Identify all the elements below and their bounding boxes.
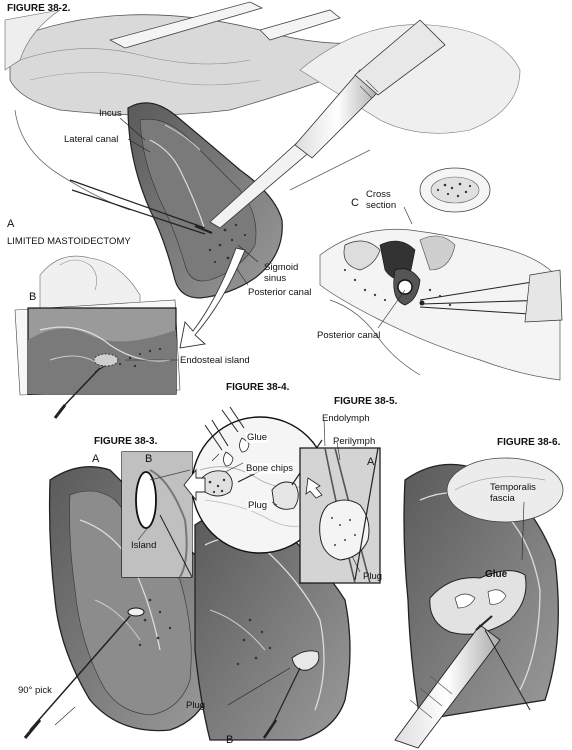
- panel-label-38-2-c: C: [351, 197, 359, 209]
- figure-38-3-title: FIGURE 38-3.: [94, 436, 158, 447]
- label-incus: Incus: [99, 108, 122, 119]
- figure-38-2-inset-b: [14, 255, 181, 419]
- label-lateral-canal: Lateral canal: [64, 134, 119, 145]
- panel-label-38-2-b: B: [29, 291, 37, 303]
- label-glue-38-6: Glue: [485, 569, 508, 580]
- label-sigmoid-sinus: Sigmoid sinus: [264, 262, 299, 284]
- panel-label-38-2-a: A: [7, 218, 15, 230]
- label-island: Island: [131, 540, 157, 551]
- label-cross-section: Cross section: [366, 189, 397, 211]
- label-plug-lower: Plug: [186, 700, 206, 711]
- label-endosteal-island: Endosteal island: [180, 355, 250, 366]
- figure-38-6-artwork: [394, 457, 564, 749]
- label-posterior-canal: Posterior canal: [248, 287, 312, 298]
- figure-38-6-title: FIGURE 38-6.: [497, 437, 561, 448]
- label-90-pick: 90° pick: [18, 685, 52, 696]
- caption-limited-mastoidectomy: LIMITED MASTOIDECTOMY: [7, 236, 131, 247]
- figure-38-2-title: FIGURE 38-2.: [7, 3, 71, 14]
- panel-label-38-3-a: A: [92, 453, 100, 465]
- panel-label-38-4-b: B: [226, 734, 234, 746]
- label-temporalis-fascia: Temporalis fascia: [490, 482, 536, 504]
- figure-38-4-title: FIGURE 38-4.: [226, 382, 290, 393]
- label-posterior-canal-c: Posterior canal: [317, 330, 381, 341]
- label-plug-38-5: Plug: [363, 571, 383, 582]
- figure-38-4-artwork: [183, 406, 351, 741]
- label-endolymph: Endolymph: [322, 413, 370, 424]
- figure-38-5-artwork: [299, 419, 381, 584]
- label-glue: Glue: [246, 432, 269, 443]
- label-bone-chips: Bone chips: [245, 463, 295, 474]
- figure-38-5-title: FIGURE 38-5.: [334, 396, 398, 407]
- label-perilymph: Perilymph: [333, 436, 376, 447]
- panel-label-38-3-b: B: [145, 453, 153, 465]
- panel-label-38-5-a: A: [367, 456, 375, 468]
- figure-38-3-artwork: [23, 451, 212, 739]
- figure-38-2-inset-c: [319, 167, 563, 381]
- figure-38-2-artwork: [4, 1, 521, 349]
- label-plug-inset: Plug: [247, 500, 269, 511]
